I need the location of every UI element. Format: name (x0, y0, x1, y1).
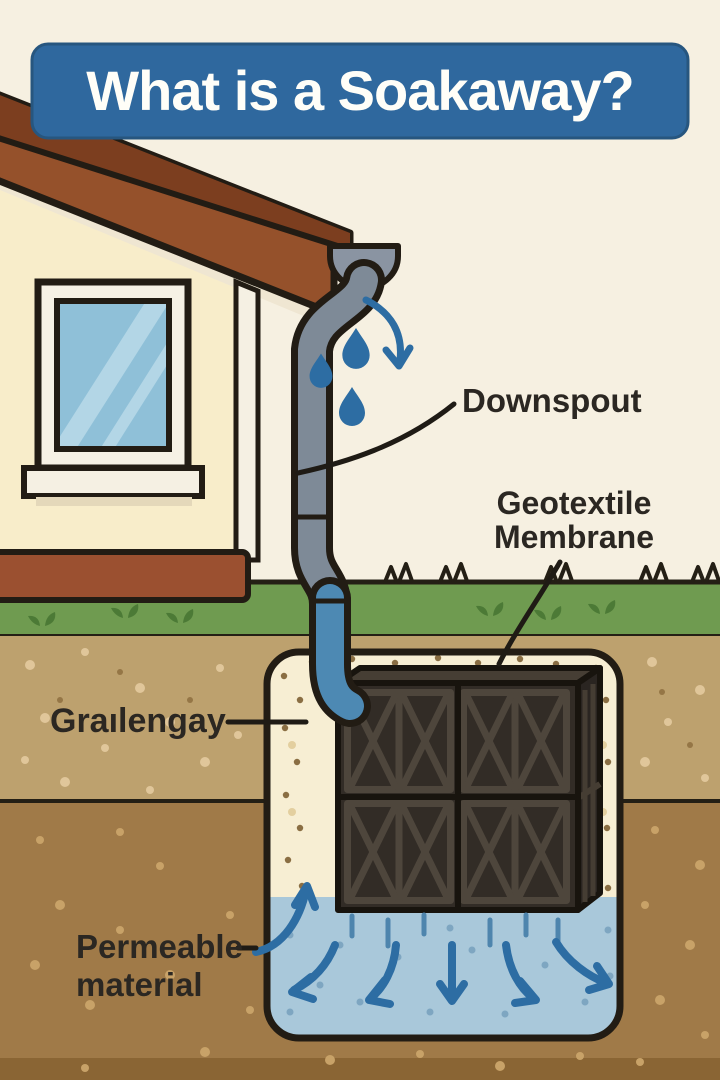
arrowhead (436, 980, 468, 1005)
house-footing (0, 549, 251, 603)
water-drips (349, 912, 561, 949)
permeable-label-line1: Permeable (76, 928, 243, 965)
arrowhead (585, 962, 613, 994)
title-banner: What is a Soakaway? (30, 42, 690, 140)
permeable-label-line2: material (76, 966, 203, 1003)
soakaway-crate (335, 665, 603, 913)
water-dispersion (252, 882, 613, 1008)
window-sill (21, 465, 205, 499)
arrowhead (291, 882, 319, 911)
glass-reflection (60, 304, 166, 446)
window (21, 278, 205, 506)
page-title: What is a Soakaway? (86, 59, 633, 122)
pit-outline (263, 648, 624, 1042)
arrowhead (288, 973, 317, 1003)
downspout-pipe (291, 259, 385, 727)
downspout-leader (295, 401, 457, 476)
arrowhead (382, 344, 414, 370)
geotextile-label-line2: Membrane (494, 519, 654, 555)
rain-drops (309, 296, 414, 426)
arrowhead (365, 976, 394, 1008)
downspout-label: Downspout (462, 382, 642, 419)
callouts: Downspout Geotextile Membrane Graılengay… (50, 382, 654, 1003)
gravel-label: Graılengay (50, 702, 226, 740)
arrow-down-right-2 (552, 938, 610, 987)
flow-arrow (362, 296, 404, 364)
geotextile-leader (496, 559, 563, 667)
corner-trim (233, 278, 261, 563)
water-dots (286, 924, 614, 1018)
sill-shadow (36, 497, 192, 506)
arrowhead (511, 977, 540, 1007)
geotextile-label-line1: Geotextile (497, 485, 652, 521)
pipe-water-section (316, 584, 364, 720)
